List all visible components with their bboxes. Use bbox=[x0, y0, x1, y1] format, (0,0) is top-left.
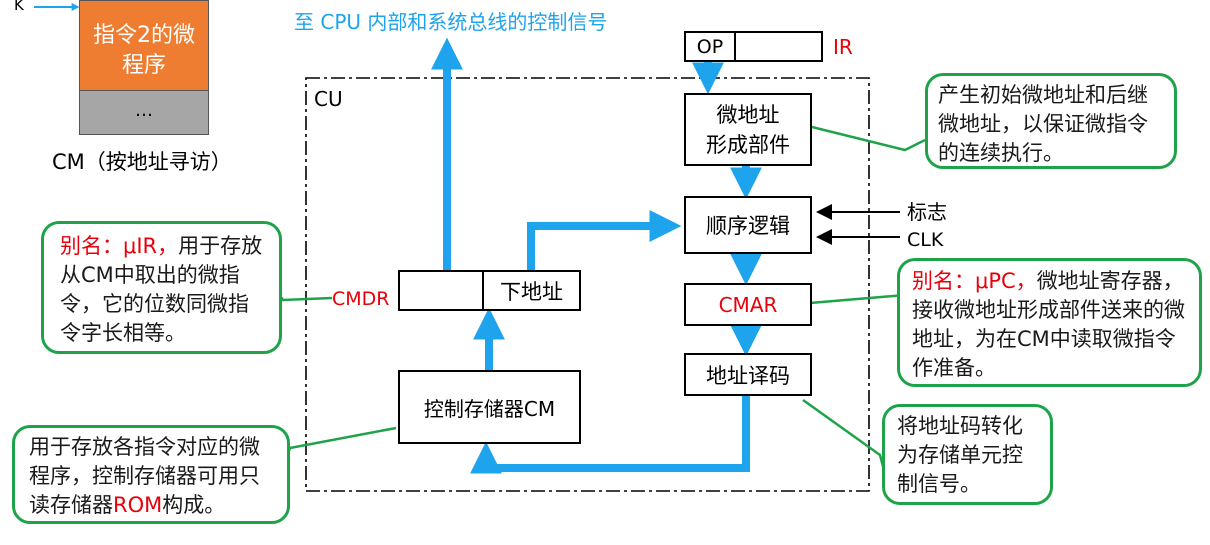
cu-frame bbox=[305, 77, 870, 492]
pointer-addr-gen bbox=[811, 125, 926, 152]
micro-address-generator-line1: 微地址 bbox=[716, 102, 780, 127]
callout-cm-part1: 用于存放各指令对应的微程序，控制存储器可用只读存储器 bbox=[29, 435, 260, 517]
control-store-label: 控制存储器CM bbox=[423, 396, 556, 421]
callout-address-generator: 产生初始微地址和后继微地址，以保证微指令的连续执行。 bbox=[925, 73, 1177, 169]
ir-register: OP bbox=[684, 31, 823, 62]
arrow-dec-cm bbox=[470, 396, 750, 474]
callout-cmdr-alias: 别名：μIR， bbox=[60, 234, 179, 258]
cm-stack-orange-line1: 指令2的微 bbox=[93, 23, 195, 48]
next-address-field: 下地址 bbox=[482, 272, 579, 309]
cm-stack-orange: 指令2的微 程序 bbox=[79, 0, 209, 91]
ir-op-field: OP bbox=[686, 33, 736, 60]
pointer-cmdr bbox=[274, 289, 333, 302]
cm-stack-gray: … bbox=[79, 91, 209, 135]
sequence-logic: 顺序逻辑 bbox=[684, 196, 812, 254]
callout-control-store: 用于存放各指令对应的微程序，控制存储器可用只读存储器ROM构成。 bbox=[12, 425, 290, 524]
flag-label: 标志 bbox=[907, 200, 947, 224]
ir-label: IR bbox=[833, 35, 853, 59]
callout-cm-rom: ROM bbox=[113, 493, 163, 517]
sequence-logic-label: 顺序逻辑 bbox=[706, 214, 790, 238]
cm-stack-caption: CM（按地址寻访） bbox=[52, 150, 232, 174]
pointer-cm bbox=[282, 426, 397, 466]
callout-cmar-text: 微地址寄存器，接收微地址形成部件送来的微地址，为在CM中读取微指令作准备。 bbox=[912, 269, 1185, 380]
k-label: K bbox=[14, 0, 24, 14]
callout-decoder-text: 将地址码转化为存储单元控制信号。 bbox=[897, 414, 1023, 496]
cm-stack-orange-line2: 程序 bbox=[121, 53, 166, 78]
callout-address-generator-text: 产生初始微地址和后继微地址，以保证微指令的连续执行。 bbox=[938, 83, 1148, 165]
control-store: 控制存储器CM bbox=[398, 370, 581, 444]
callout-cmdr: 别名：μIR，用于存放从CM中取出的微指令，它的位数同微指令字长相等。 bbox=[41, 221, 282, 354]
clk-label: CLK bbox=[907, 229, 944, 251]
arrow-next-seq bbox=[527, 210, 682, 270]
next-address-label: 下地址 bbox=[500, 279, 563, 304]
callout-cm-part2: 构成。 bbox=[162, 493, 226, 517]
cm-stack-ellipsis: … bbox=[135, 100, 153, 121]
micro-address-generator: 微地址 形成部件 bbox=[684, 93, 812, 166]
micro-address-generator-line2: 形成部件 bbox=[706, 132, 790, 157]
callout-cmar-alias: 别名：μPC， bbox=[912, 269, 1037, 293]
address-decoder: 地址译码 bbox=[684, 353, 812, 396]
cmdr-register: 下地址 bbox=[398, 270, 581, 311]
cmar-label: CMAR bbox=[718, 292, 778, 317]
cu-label: CU bbox=[314, 87, 343, 111]
pointer-decode bbox=[802, 398, 886, 471]
op-label: OP bbox=[696, 35, 724, 58]
cmdr-label: CMDR bbox=[332, 288, 390, 310]
cmar-register: CMAR bbox=[684, 283, 812, 326]
address-decoder-label: 地址译码 bbox=[706, 363, 790, 388]
callout-cmar: 别名：μPC，微地址寄存器，接收微地址形成部件送来的微地址，为在CM中读取微指令… bbox=[897, 258, 1202, 387]
callout-cmdr-text: 用于存放从CM中取出的微指令，它的位数同微指令字长相等。 bbox=[60, 234, 263, 345]
callout-decoder: 将地址码转化为存储单元控制信号。 bbox=[882, 404, 1053, 505]
top-signal-label: 至 CPU 内部和系统总线的控制信号 bbox=[294, 10, 608, 34]
